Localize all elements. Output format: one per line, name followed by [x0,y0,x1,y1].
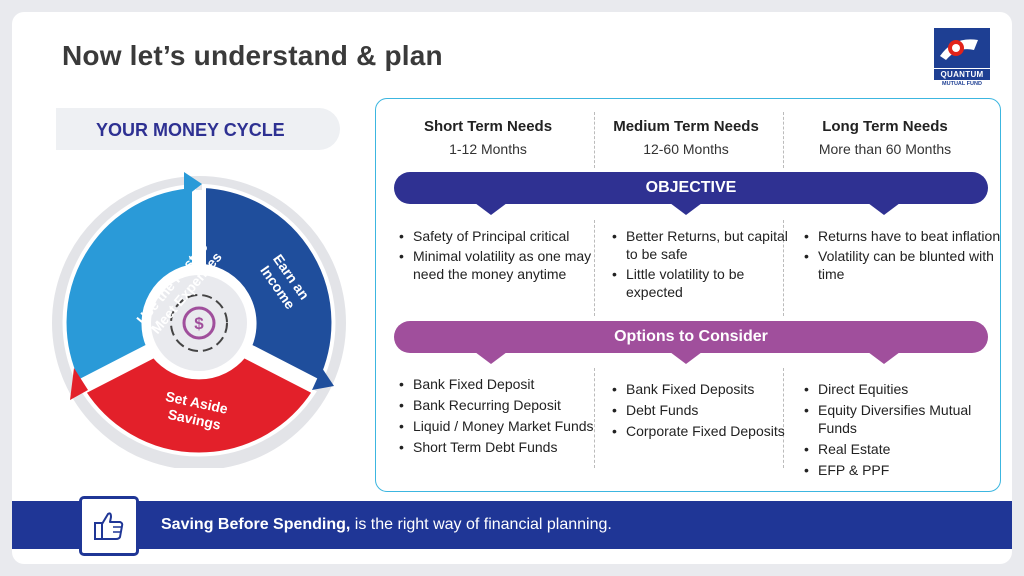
column-head-medium: Medium Term Needs [613,118,759,135]
footer-text: Saving Before Spending, is the right way… [161,516,612,534]
list-item: Corporate Fixed Deposits [612,422,791,440]
column-sub-medium: 12-60 Months [643,141,729,157]
list-item: Volatility can be blunted with time [804,247,1003,283]
quantum-logo: QUANTUM MUTUAL FUND [934,28,994,88]
arrow-head-savings [70,368,88,400]
options-long: Direct Equities Equity Diversifies Mutua… [801,380,1003,479]
list-item: Better Returns, but capital to be safe [612,227,791,263]
column-head-short: Short Term Needs [423,118,553,135]
divider [594,112,595,168]
column-sub-long: More than 60 Months [818,141,952,157]
thumbs-up-icon [94,512,124,540]
objectives-medium: Better Returns, but capital to be safe L… [609,227,791,301]
logo-name: QUANTUM [934,69,990,80]
list-item: Returns have to beat inflation [804,227,1003,245]
objective-band: OBJECTIVE [394,172,988,204]
footer-icon-box [79,496,139,556]
options-band: Options to Consider [394,321,988,353]
footer-bar [12,501,1012,549]
list-item: Debt Funds [612,401,791,419]
list-item: Safety of Principal critical [399,227,603,245]
segment-income [202,183,336,385]
objective-notch [868,203,900,215]
column-head-long: Long Term Needs [822,118,948,135]
arrow-head-expenses [184,172,202,198]
list-item: Equity Diversifies Mutual Funds [804,401,1003,437]
objectives-long: Returns have to beat inflation Volatilit… [801,227,1003,283]
objective-notch [670,203,702,215]
list-item: Bank Fixed Deposits [612,380,791,398]
logo-mark-icon [934,28,990,68]
list-item: Short Term Debt Funds [399,438,603,456]
options-medium: Bank Fixed Deposits Debt Funds Corporate… [609,380,791,440]
segment-savings [81,353,317,457]
page-title: Now let’s understand & plan [62,40,443,71]
center-disc [151,275,247,371]
footer-text-rest: is the right way of financial planning. [350,516,612,533]
segment-expenses [62,183,196,385]
dollar-cycle-icon [170,294,228,352]
options-short: Bank Fixed Deposit Bank Recurring Deposi… [396,375,603,456]
logo-sub: MUTUAL FUND [942,81,982,87]
money-cycle-title: YOUR MONEY CYCLE [96,120,285,140]
list-item: Direct Equities [804,380,1003,398]
money-cycle-label-bg [56,108,340,150]
divider [783,112,784,168]
options-notch [670,352,702,364]
objective-notch [475,203,507,215]
money-cycle-diagram: $ Use the Rest to Meet Expenses Earn an … [52,172,346,468]
list-item: Bank Fixed Deposit [399,375,603,393]
svg-text:$: $ [194,314,204,333]
options-notch [475,352,507,364]
list-item: Minimal volatility as one may need the m… [399,247,603,283]
list-item: EFP & PPF [804,461,1003,479]
arrow-head-income [312,368,334,390]
list-item: Real Estate [804,440,1003,458]
footer-text-bold: Saving Before Spending, [161,516,351,533]
column-sub-short: 1-12 Months [449,141,527,157]
list-item: Bank Recurring Deposit [399,396,603,414]
options-notch [868,352,900,364]
objectives-short: Safety of Principal critical Minimal vol… [396,227,603,283]
list-item: Liquid / Money Market Funds [399,417,603,435]
list-item: Little volatility to be expected [612,265,791,301]
